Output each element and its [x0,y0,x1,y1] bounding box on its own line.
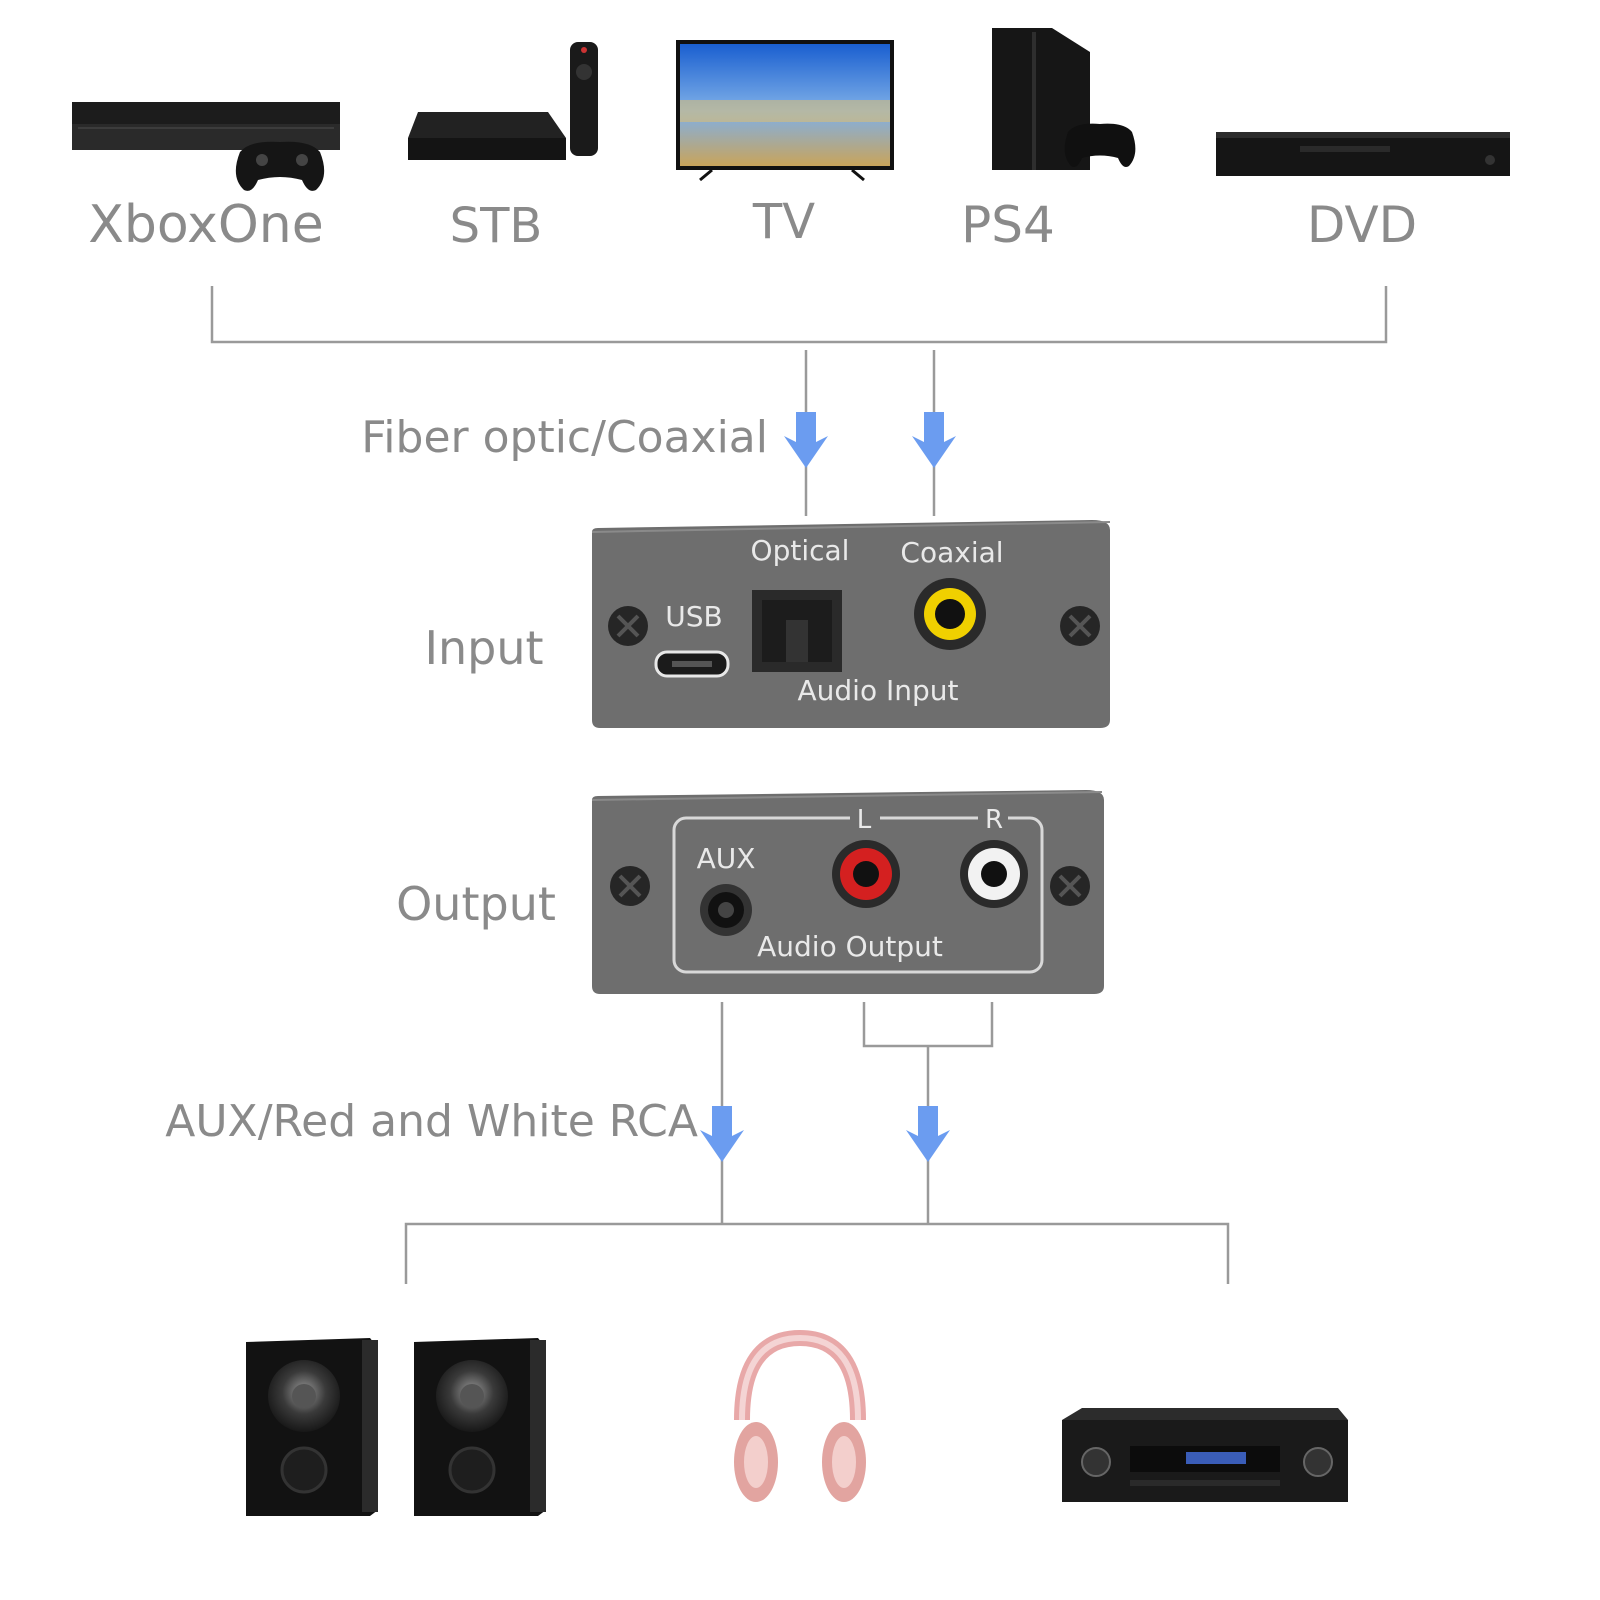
output-panel [591,790,1104,994]
usb-label: USB [665,600,722,633]
optical-label: Optical [751,534,850,567]
screw-icon [1050,866,1090,906]
source-label-dvd: DVD [1307,196,1417,254]
source-label-ps4: PS4 [961,196,1055,254]
coaxial-port-icon [914,578,986,650]
ps4-console-icon [992,28,1136,170]
audio-input-label: Audio Input [798,674,959,707]
down-arrow-icon [906,1106,950,1162]
right-channel-label: R [985,805,1003,835]
down-arrow-icon [912,412,956,468]
screw-icon [608,606,648,646]
down-arrow-icon [700,1106,744,1162]
rca-right-white-icon [960,840,1028,908]
speakers-icon [246,1338,546,1516]
input-cable-label: Fiber optic/Coaxial [361,412,768,463]
usb-port-icon [654,650,730,678]
left-channel-label: L [857,805,872,835]
output-side-label: Output [396,877,556,931]
coaxial-label: Coaxial [900,536,1003,569]
output-cable-label: AUX/Red and White RCA [165,1096,698,1147]
input-panel [591,520,1111,728]
set-top-box-icon [408,42,598,160]
amplifier-icon [1062,1408,1348,1502]
headphones-icon [734,1329,866,1502]
tv-icon [676,40,894,182]
source-label-stb: STB [450,198,543,254]
down-arrow-icon [784,412,828,468]
audio-output-label: Audio Output [757,930,943,963]
source-bracket [210,286,1388,516]
xbox-console-icon [72,102,340,191]
input-side-label: Input [424,621,543,675]
source-label-xboxone: XboxOne [88,195,324,255]
aux-jack-icon [700,884,752,936]
rca-left-red-icon [832,840,900,908]
screw-icon [1060,606,1100,646]
aux-label: AUX [697,842,756,875]
optical-port-icon [752,590,842,672]
source-label-tv: TV [752,194,815,250]
dvd-player-icon [1216,132,1510,176]
screw-icon [610,866,650,906]
